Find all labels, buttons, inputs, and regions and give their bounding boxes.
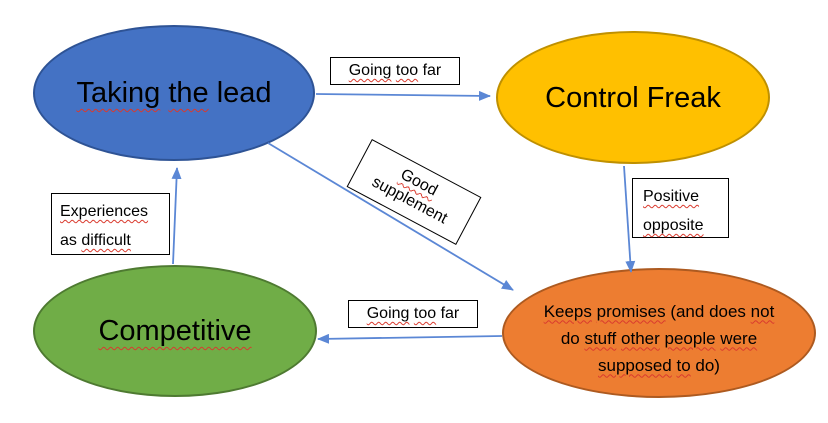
keeps-promises-line-2: do stuff other people were: [560, 328, 758, 348]
node-control-freak-label: Control Freak: [545, 81, 721, 114]
edge-label-going-too-far-bottom: Going too far: [348, 300, 478, 328]
node-keeps-promises-label: Keeps promises (and does not do stuff ot…: [544, 298, 775, 379]
arrow-lead-to-keeps-promises: [267, 142, 514, 291]
edge-label-experiences-as-difficult: Experiences as difficult: [51, 193, 170, 255]
experiences-line-1: Experiences: [60, 203, 149, 220]
arrow-keeps-promises-to-competitive: [317, 333, 503, 344]
arrow-lead-to-control-freak: [315, 90, 491, 101]
edge-label-going-too-far-top-text: Going too far: [348, 62, 442, 79]
edge-label-positive-opposite: Positive opposite: [632, 178, 729, 238]
arrow-competitive-to-lead: [171, 167, 182, 265]
edge-label-going-too-far-top: Going too far: [330, 57, 460, 85]
keeps-promises-line-3: supposed to do): [598, 355, 720, 375]
node-keeps-promises: Keeps promises (and does not do stuff ot…: [502, 268, 816, 398]
node-competitive-label: Competitive: [98, 315, 252, 347]
node-control-freak: Control Freak: [496, 31, 770, 164]
positive-opposite-line-1: Positive: [643, 188, 700, 205]
node-taking-the-lead-label: Taking the lead: [76, 77, 272, 109]
arrow-control-freak-to-keeps-promises: [623, 165, 636, 273]
keeps-promises-line-1: Keeps promises (and does not: [543, 301, 775, 321]
positive-opposite-line-2: opposite: [643, 217, 704, 234]
node-competitive: Competitive: [33, 265, 317, 397]
experiences-line-2: as difficult: [60, 232, 131, 249]
edge-label-going-too-far-bottom-text: Going too far: [366, 305, 460, 322]
node-taking-the-lead: Taking the lead: [33, 25, 315, 161]
